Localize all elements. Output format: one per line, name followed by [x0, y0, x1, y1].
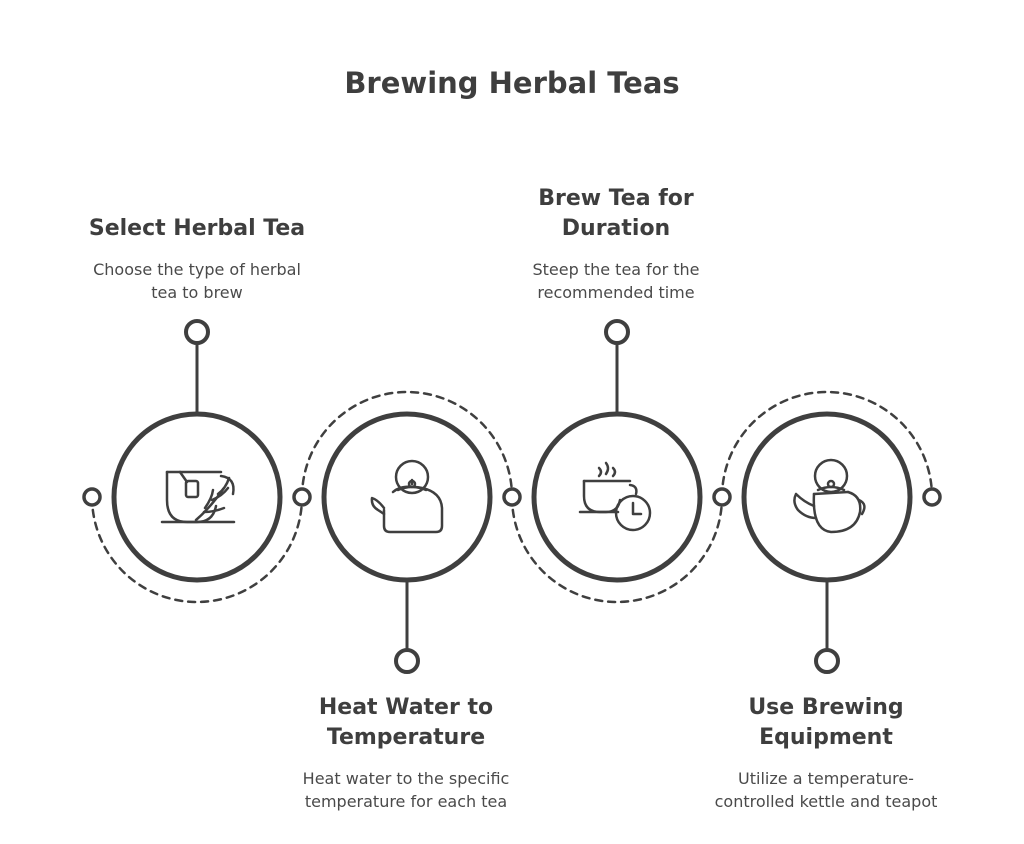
junction-node-3: [502, 487, 522, 507]
stem-node-4: [814, 648, 840, 674]
step-4-title: Use Brewing Equipment: [748, 695, 904, 750]
junction-node-2: [292, 487, 312, 507]
step-2-circle: [321, 411, 493, 583]
step-4-circle: [741, 411, 913, 583]
step-3-title: Brew Tea for Duration: [538, 186, 694, 241]
connector-arc-4: [720, 390, 934, 499]
step-1-description: Choose the type of herbal tea to brew: [93, 260, 301, 302]
step-4-description: Utilize a temperature- controlled kettle…: [714, 769, 938, 811]
stem-node-1: [184, 319, 210, 345]
stem-node-3: [604, 319, 630, 345]
tea-cup-herb-icon: [160, 470, 236, 524]
teapot-icon: [793, 458, 866, 534]
step-3-description: Steep the tea for the recommended time: [532, 260, 700, 302]
cup-clock-icon: [578, 461, 652, 532]
step-1-title: Select Herbal Tea: [88, 216, 306, 241]
junction-node-1: [82, 487, 102, 507]
connector-arc-3: [510, 495, 724, 604]
step-2-title: Heat Water to Temperature: [318, 695, 494, 750]
stem-node-2: [394, 648, 420, 674]
kettle-icon: [370, 459, 444, 534]
junction-node-5: [922, 487, 942, 507]
diagram-title: Brewing Herbal Teas: [344, 66, 680, 100]
step-3-circle: [531, 411, 703, 583]
junction-node-4: [712, 487, 732, 507]
connector-arc-1: [90, 495, 304, 604]
connector-arc-2: [300, 390, 514, 499]
step-2-description: Heat water to the specific temperature f…: [302, 769, 510, 811]
